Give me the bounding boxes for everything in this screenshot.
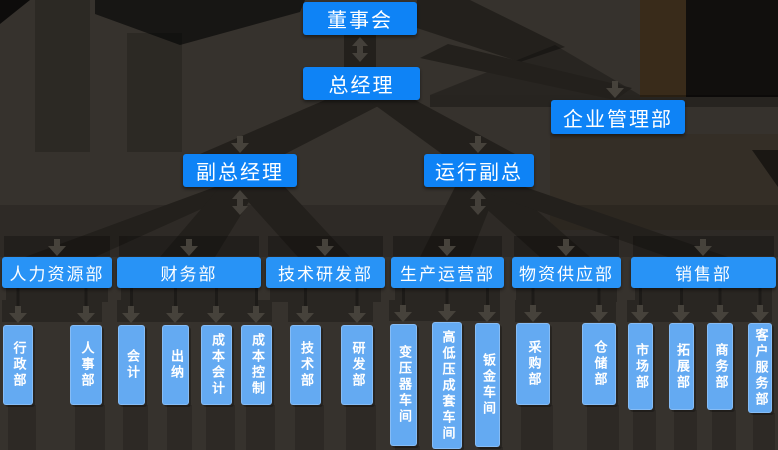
node-operations-vp[interactable]: 运行副总 bbox=[424, 154, 534, 187]
node-sub-customer-service[interactable]: 客户服务部 bbox=[748, 323, 772, 413]
node-enterprise-management[interactable]: 企业管理部 bbox=[551, 100, 685, 134]
sub-label: 钣金车间 bbox=[480, 353, 495, 417]
sub-label: 成本控制 bbox=[249, 333, 264, 397]
sub-label: 客户服务部 bbox=[752, 328, 768, 408]
node-enterprise-management-label: 企业管理部 bbox=[563, 106, 673, 131]
node-sub-cost-accounting[interactable]: 成本会计 bbox=[201, 325, 232, 405]
node-general-manager[interactable]: 总经理 bbox=[303, 67, 420, 100]
node-department-production[interactable]: 生产运营部 bbox=[391, 257, 504, 288]
node-sub-hv-lv-assembly-workshop[interactable]: 高低压成套车间 bbox=[432, 322, 462, 449]
node-sub-purchasing[interactable]: 采购部 bbox=[516, 323, 550, 405]
node-sub-business[interactable]: 商务部 bbox=[707, 323, 733, 410]
drop-lines bbox=[16, 288, 762, 308]
node-sub-accounting[interactable]: 会计 bbox=[118, 325, 145, 405]
node-board-label: 董事会 bbox=[327, 8, 393, 32]
node-department-tech-rd[interactable]: 技术研发部 bbox=[266, 257, 385, 288]
node-sub-transformer-workshop[interactable]: 变压器车间 bbox=[390, 324, 417, 446]
node-deputy-general-manager-label: 副总经理 bbox=[196, 160, 284, 184]
node-sub-marketing[interactable]: 市场部 bbox=[628, 323, 653, 410]
node-sub-cost-control[interactable]: 成本控制 bbox=[241, 325, 272, 405]
node-board[interactable]: 董事会 bbox=[303, 2, 417, 35]
sub-label: 商务部 bbox=[712, 342, 728, 391]
node-department-finance[interactable]: 财务部 bbox=[117, 257, 261, 288]
node-operations-vp-label: 运行副总 bbox=[435, 160, 523, 184]
node-sub-admin[interactable]: 行政部 bbox=[3, 325, 33, 405]
node-sub-expansion[interactable]: 拓展部 bbox=[669, 323, 694, 410]
sub-label: 技术部 bbox=[298, 341, 313, 389]
sub-label: 成本会计 bbox=[209, 333, 224, 397]
node-department-hr[interactable]: 人力资源部 bbox=[2, 257, 112, 288]
node-deputy-general-manager[interactable]: 副总经理 bbox=[183, 154, 297, 187]
department-label: 人力资源部 bbox=[9, 265, 105, 285]
sub-label: 变压器车间 bbox=[396, 345, 411, 425]
department-label: 销售部 bbox=[675, 265, 732, 285]
node-sub-sheet-metal-workshop[interactable]: 钣金车间 bbox=[475, 323, 500, 447]
sub-label: 仓储部 bbox=[591, 340, 607, 388]
sub-label: 行政部 bbox=[10, 341, 26, 389]
node-sub-technology[interactable]: 技术部 bbox=[290, 325, 321, 405]
department-label: 财务部 bbox=[160, 265, 218, 285]
sub-label: 人事部 bbox=[78, 341, 94, 389]
node-general-manager-label: 总经理 bbox=[328, 73, 395, 97]
department-label: 技术研发部 bbox=[278, 265, 373, 285]
sub-label: 拓展部 bbox=[674, 342, 689, 391]
node-sub-cashier[interactable]: 出纳 bbox=[162, 325, 189, 405]
node-sub-rd[interactable]: 研发部 bbox=[341, 325, 373, 405]
sub-label: 高低压成套车间 bbox=[439, 329, 455, 442]
node-sub-personnel[interactable]: 人事部 bbox=[70, 325, 102, 405]
sub-label: 出纳 bbox=[168, 349, 183, 381]
subdepartment-connector-bands bbox=[2, 288, 772, 322]
department-label: 物资供应部 bbox=[519, 265, 614, 285]
sub-label: 市场部 bbox=[633, 342, 648, 391]
node-department-supply[interactable]: 物资供应部 bbox=[512, 257, 621, 288]
sub-label: 研发部 bbox=[349, 341, 365, 389]
sub-label: 采购部 bbox=[525, 340, 541, 388]
node-department-sales[interactable]: 销售部 bbox=[631, 257, 776, 288]
node-sub-warehousing[interactable]: 仓储部 bbox=[582, 323, 616, 405]
sub-box-shadows bbox=[8, 405, 775, 450]
department-label: 生产运营部 bbox=[400, 265, 495, 285]
sub-label: 会计 bbox=[124, 349, 139, 381]
